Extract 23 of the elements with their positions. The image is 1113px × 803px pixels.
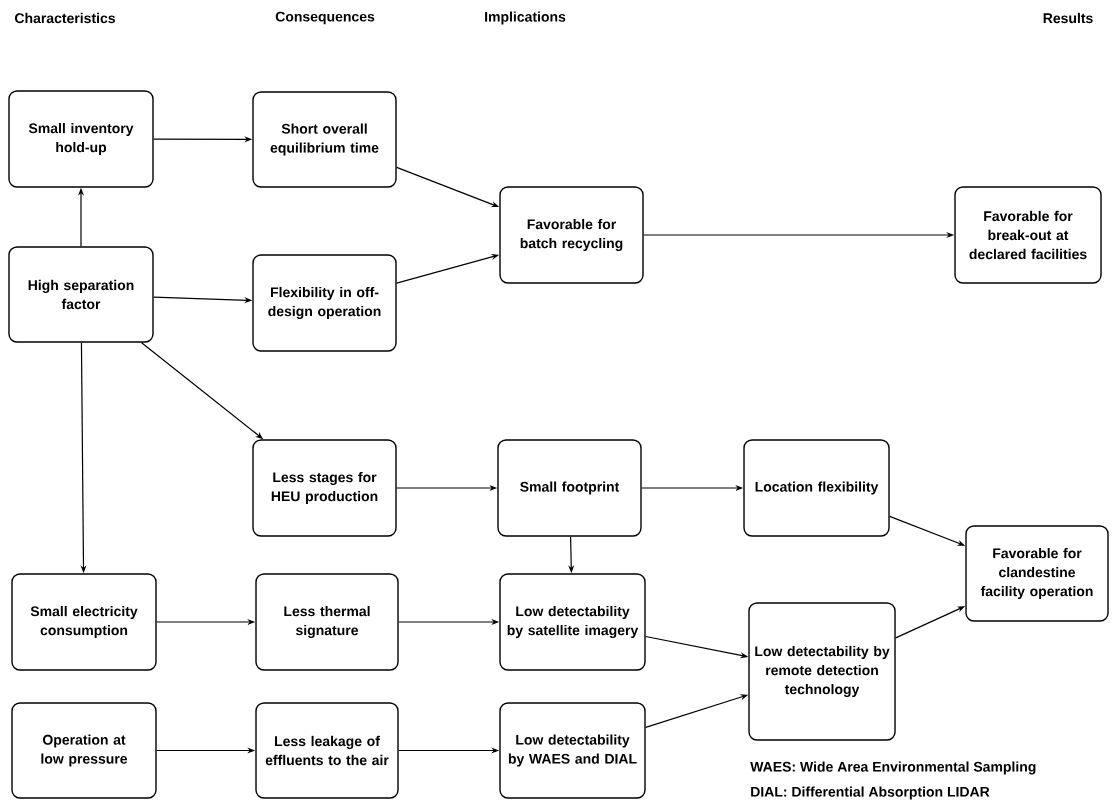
process-box: Small electricity consumption xyxy=(11,573,157,671)
process-box: Location flexibility xyxy=(743,439,890,537)
process-box: Small footprint xyxy=(497,439,642,537)
process-box: Favorable for batch recycling xyxy=(499,186,644,284)
process-box: Small inventory hold-up xyxy=(8,90,154,188)
note: WAES: Wide Area Environmental Sampling xyxy=(750,761,1036,775)
column-heading: Implications xyxy=(485,11,566,25)
process-box: Favorable for clandestine facility operation xyxy=(965,525,1109,622)
process-box: Favorable for break-out at declared facilities xyxy=(954,186,1102,284)
column-heading: Characteristics xyxy=(15,12,115,24)
process-box: Low detectability by remote detection technology xyxy=(748,602,896,741)
note: DIAL: Differential Absorption LIDAR xyxy=(751,786,990,800)
process-box: High separation factor xyxy=(8,246,154,343)
process-box: Short overall equilibrium time xyxy=(252,91,397,188)
process-box: Low detectability by satellite imagery xyxy=(499,573,646,671)
process-box: Less stages for HEU production xyxy=(252,439,397,537)
column-heading: Results xyxy=(1043,12,1093,24)
process-box: Less thermal signature xyxy=(255,573,399,671)
process-box: Flexibility in off-design operation xyxy=(252,254,397,352)
process-box: Low detectability by WAES and DIAL xyxy=(499,702,646,799)
process-box: Less leakage of effluents to the air xyxy=(255,702,399,799)
column-heading: Consequences xyxy=(275,11,375,25)
process-box: Operation at low pressure xyxy=(11,702,157,799)
